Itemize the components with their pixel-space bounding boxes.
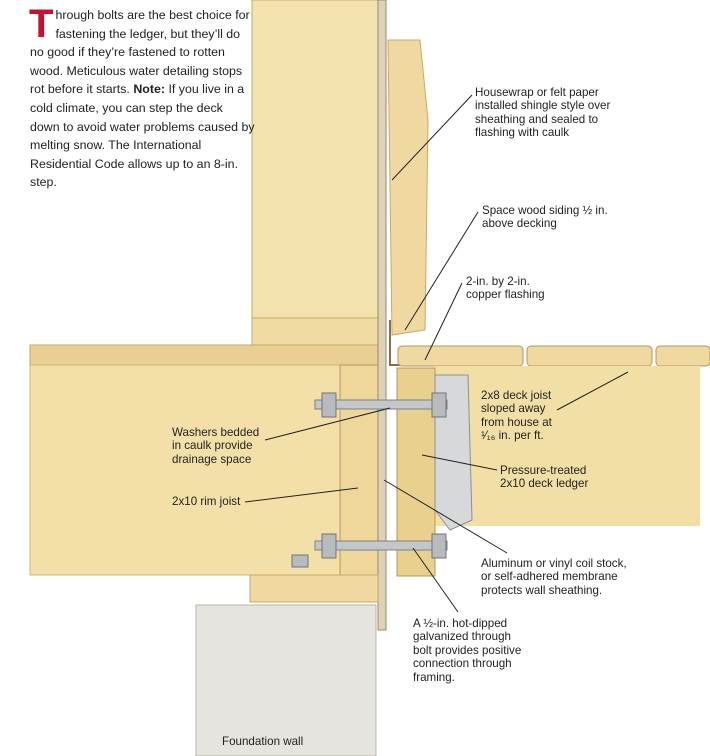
decking-board: [526, 345, 653, 367]
intro-lead: hrough bolts are the best choice for fas…: [30, 8, 250, 97]
label-ledger: Pressure-treated 2x10 deck ledger: [500, 464, 589, 491]
wall-sheathing: [377, 0, 387, 631]
floor-joist: [29, 364, 343, 576]
note-label: Note:: [133, 82, 165, 97]
decking-board: [397, 345, 524, 367]
label-flashing: 2-in. by 2-in. copper flashing: [466, 275, 545, 302]
label-siding: Space wood siding ½ in. above decking: [482, 204, 608, 231]
sill-plate: [249, 574, 379, 603]
label-coil-stock: Aluminum or vinyl coil stock, or self-ad…: [481, 557, 627, 597]
through-bolt-lower: [314, 533, 448, 559]
through-bolt-upper: [314, 392, 448, 418]
foundation-wall: [195, 604, 377, 756]
subfloor: [29, 344, 381, 366]
decking-board: [655, 345, 710, 367]
label-housewrap: Housewrap or felt paper installed shingl…: [475, 86, 611, 140]
anchor-bolt: [291, 554, 309, 568]
wood-siding: [387, 39, 429, 336]
deck-joist: [435, 366, 700, 526]
label-bolt: A ½-in. hot-dipped galvanized through bo…: [413, 617, 522, 684]
sole-plate: [251, 317, 379, 346]
note-text: If you live in a cold climate, you can s…: [30, 82, 255, 190]
copper-flashing: [389, 320, 400, 366]
label-washers: Washers bedded in caulk provide drainage…: [172, 426, 260, 466]
drop-cap: T: [29, 2, 54, 46]
wall-stud: [251, 0, 379, 319]
label-deck-joist: 2x8 deck joist sloped away from house at…: [481, 389, 552, 443]
label-foundation: Foundation wall: [222, 735, 304, 748]
leader-lines: [244, 94, 629, 613]
label-rim-joist: 2x10 rim joist: [172, 495, 241, 508]
